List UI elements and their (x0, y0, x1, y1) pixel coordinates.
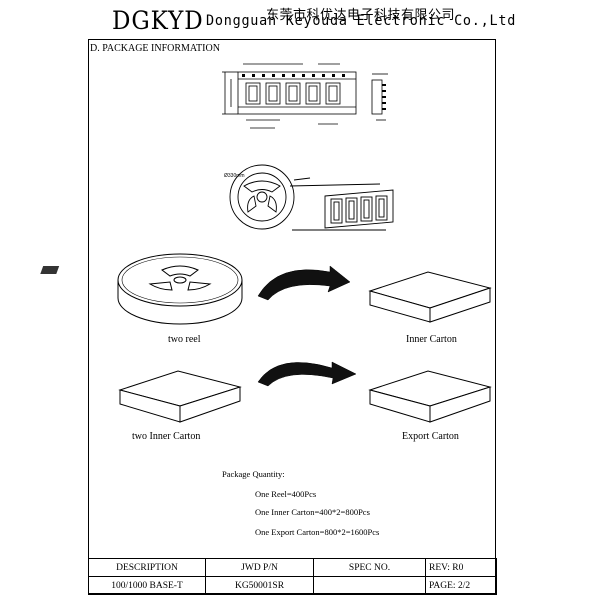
arrow-curved-2 (257, 361, 357, 387)
export-carton-box (368, 370, 492, 423)
footer-value-pn: KG50001SR (205, 576, 314, 595)
label-inner-carton: Inner Carton (406, 334, 457, 345)
footer-value-description: 100/1000 BASE-T (88, 576, 206, 595)
brand-logo: DGKYD (112, 6, 204, 35)
label-two-reel: two reel (168, 334, 201, 345)
reel-3d (40, 253, 243, 325)
footer-value-page: PAGE: 2/2 (425, 576, 497, 595)
tape-drawing (222, 63, 388, 129)
footer-header-pn: JWD P/N (205, 558, 314, 577)
reel-diameter-label: Ø330mm (224, 173, 245, 179)
inner-carton-box (368, 271, 492, 323)
label-export-carton: Export Carton (402, 431, 459, 442)
quantity-title: Package Quantity: (222, 469, 285, 479)
footer-header-row: DESCRIPTION JWD P/N SPEC NO. REV: R0 (88, 558, 497, 577)
quantity-one-export: One Export Carton=800*2=1600Pcs (255, 527, 380, 537)
company-name-en: Dongguan Keyouda Electronic Co.,Ltd (206, 13, 517, 29)
arrow-curved-1 (257, 265, 351, 301)
label-two-inner-carton: two Inner Carton (132, 431, 201, 442)
footer-header-spec: SPEC NO. (313, 558, 426, 577)
footer-value-spec (313, 576, 426, 595)
company-name-cn: 东莞市科优达电子科技有限公司 (266, 8, 456, 23)
footer-table: DESCRIPTION JWD P/N SPEC NO. REV: R0 100… (88, 558, 497, 595)
footer-header-description: DESCRIPTION (88, 558, 206, 577)
footer-value-row: 100/1000 BASE-T KG50001SR PAGE: 2/2 (88, 576, 497, 595)
quantity-one-reel: One Reel=400Pcs (255, 489, 317, 499)
footer-header-rev: REV: R0 (425, 558, 497, 577)
quantity-one-inner: One Inner Carton=400*2=800Pcs (255, 507, 370, 517)
reel-drawing (229, 164, 394, 231)
two-inner-carton-box (118, 370, 242, 423)
section-title: D. PACKAGE INFORMATION (90, 43, 220, 54)
